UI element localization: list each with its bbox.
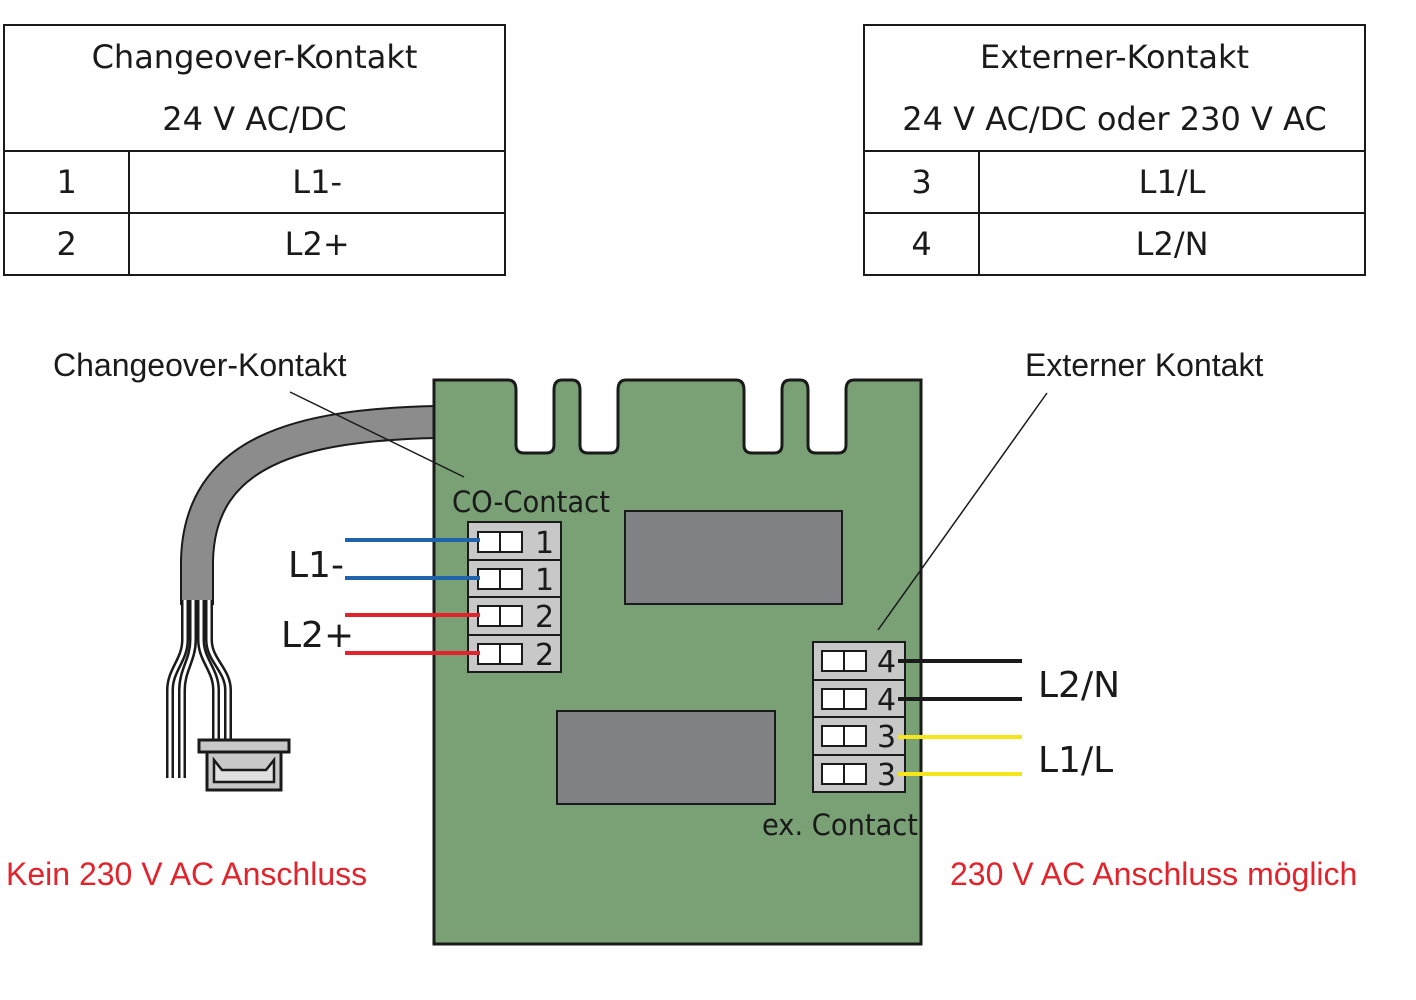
ex-terminal-number: 3 (877, 758, 896, 793)
note-no-230v: Kein 230 V AC Anschluss (6, 856, 367, 892)
wire-label-l2-plus: L2+ (281, 615, 354, 656)
callout-line-external (877, 392, 1048, 631)
ex-terminal-number: 3 (877, 720, 896, 755)
ex-terminal-number: 4 (877, 683, 896, 718)
external-table-header: Externer-Kontakt 24 V AC/DC oder 230 V A… (863, 24, 1366, 152)
external-table-voltage: 24 V AC/DC oder 230 V AC (902, 100, 1327, 138)
co-terminal-number: 2 (535, 638, 554, 673)
changeover-table-title: Changeover-Kontakt (91, 38, 418, 76)
co-terminal-number: 1 (535, 563, 554, 598)
board-label-ex: ex. Contact (762, 808, 918, 842)
note-230v-possible: 230 V AC Anschluss möglich (950, 856, 1357, 892)
signal-cell: L1- (128, 150, 506, 214)
cable-wires (166, 600, 232, 778)
table-row: 1 L1- (2, 150, 506, 214)
table-row: 4 L2/N (862, 212, 1366, 276)
external-table-title: Externer-Kontakt (979, 38, 1250, 76)
wire-label-l2-n: L2/N (1038, 665, 1120, 706)
co-terminal-number: 1 (535, 526, 554, 561)
ex-terminal-number: 4 (877, 645, 896, 680)
external-table: Externer-Kontakt 24 V AC/DC oder 230 V A… (862, 24, 1366, 276)
ex-terminal-block (812, 641, 906, 793)
callout-changeover: Changeover-Kontakt (53, 347, 347, 383)
ex-wires (898, 659, 1022, 776)
changeover-table-header: Changeover-Kontakt 24 V AC/DC (3, 24, 506, 152)
callout-external: Externer Kontakt (1025, 347, 1263, 383)
pin-cell: 1 (2, 150, 131, 214)
pin-cell: 3 (862, 150, 981, 214)
co-terminal-block (467, 521, 562, 673)
pin-cell: 4 (862, 212, 981, 276)
wire-label-l1-minus: L1- (288, 545, 344, 586)
board-label-co: CO-Contact (452, 485, 610, 519)
relay-component (556, 710, 776, 805)
relay-component (624, 510, 843, 605)
changeover-table-voltage: 24 V AC/DC (162, 100, 347, 138)
table-row: 2 L2+ (2, 212, 506, 276)
co-terminal-number: 2 (535, 600, 554, 635)
co-wires (345, 538, 480, 655)
table-row: 3 L1/L (862, 150, 1366, 214)
changeover-table: Changeover-Kontakt 24 V AC/DC 1 L1- 2 L2… (2, 24, 506, 276)
pin-cell: 2 (2, 212, 131, 276)
signal-cell: L2+ (128, 212, 506, 276)
signal-cell: L2/N (978, 212, 1366, 276)
signal-cell: L1/L (978, 150, 1366, 214)
plug-connector (197, 738, 291, 792)
callout-line-changeover (289, 391, 465, 478)
wire-label-l1-l: L1/L (1038, 740, 1113, 781)
